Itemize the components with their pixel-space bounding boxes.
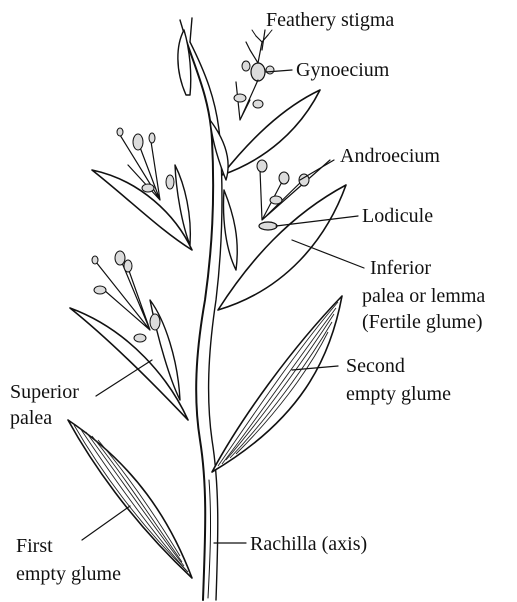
label-inferior-line3: (Fertile glume) [362, 311, 483, 333]
label-first-line1: First [16, 535, 53, 557]
label-second-line2: empty glume [346, 383, 451, 405]
label-lodicule: Lodicule [362, 205, 433, 227]
label-feathery-stigma: Feathery stigma [266, 9, 394, 31]
label-first-line2: empty glume [16, 563, 121, 585]
leader-feathery-stigma [262, 30, 265, 50]
terminal-glume [178, 30, 191, 95]
rachilla-axis [180, 18, 222, 600]
middle-right-floret [218, 160, 346, 310]
label-gynoecium: Gynoecium [296, 59, 390, 81]
label-androecium: Androecium [340, 145, 440, 167]
label-inferior-line2: palea or lemma [362, 285, 485, 307]
middle-left-floret [92, 128, 192, 250]
label-inferior-line1: Inferior [370, 257, 431, 279]
label-superior-line2: palea [10, 407, 52, 429]
label-superior-line1: Superior [10, 381, 79, 403]
second-empty-glume [212, 296, 342, 472]
leader-androecium [300, 160, 334, 180]
label-rachilla: Rachilla (axis) [250, 533, 367, 555]
leader-first-glume [82, 506, 130, 540]
leader-superior-palea [96, 360, 152, 396]
upper-floret [210, 30, 320, 180]
first-empty-glume [68, 420, 192, 578]
label-second-line1: Second [346, 355, 405, 377]
lower-floret [70, 251, 188, 420]
